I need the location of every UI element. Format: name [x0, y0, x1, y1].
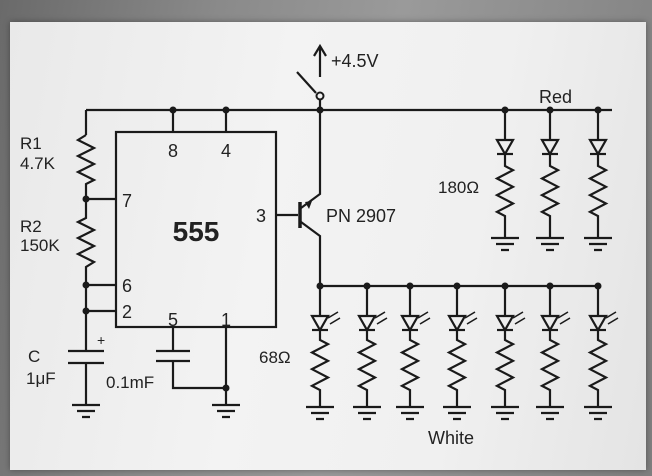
pin-1-label: 1	[221, 310, 231, 330]
led-icon	[400, 314, 420, 333]
capacitor-c-plates	[68, 349, 104, 365]
switch-contact	[315, 91, 325, 101]
red-group-label: Red	[539, 87, 572, 107]
pin-7-label: 7	[122, 191, 132, 211]
r2-value: 150K	[20, 236, 60, 255]
r2-resistor	[75, 199, 97, 285]
ground-icon	[306, 405, 334, 421]
capacitor-c-polarity: +	[97, 332, 105, 348]
white-led-group	[306, 282, 619, 421]
pin-2-wire	[84, 285, 116, 350]
ground-icon	[584, 405, 612, 421]
white-group-label: White	[428, 428, 474, 448]
white-resistor-value: 68Ω	[259, 348, 291, 367]
pin-2-label: 2	[122, 302, 132, 322]
resistor	[309, 330, 331, 407]
transistor-arrow-icon	[305, 201, 312, 209]
led-icon	[447, 314, 467, 333]
transistor-collector	[300, 221, 322, 286]
resistor	[399, 330, 421, 407]
red-led-group	[491, 106, 612, 252]
transistor-emitter	[300, 110, 322, 209]
light-rays-icon	[327, 311, 341, 325]
pin-8-label: 8	[168, 141, 178, 161]
led-icon	[540, 138, 560, 157]
resistor	[494, 330, 516, 407]
r1-name: R1	[20, 134, 42, 153]
resistor	[539, 330, 561, 407]
capacitor-c-name: C	[28, 347, 40, 366]
led-icon	[495, 138, 515, 157]
ic-name: 555	[173, 216, 220, 247]
ground-icon	[72, 403, 100, 419]
ground-icon	[212, 403, 240, 419]
junction-dot	[222, 106, 230, 114]
resistor	[494, 154, 516, 238]
red-resistor-value: 180Ω	[438, 178, 479, 197]
light-rays-icon	[605, 311, 619, 325]
light-rays-icon	[464, 311, 478, 325]
pin-6-label: 6	[122, 276, 132, 296]
ground-icon	[584, 236, 612, 252]
r1-value: 4.7K	[20, 154, 56, 173]
r1-resistor	[75, 134, 97, 199]
ground-icon	[491, 236, 519, 252]
pin-5-label: 5	[168, 310, 178, 330]
led-icon	[310, 314, 330, 333]
switch-lever	[296, 71, 317, 94]
junction-dot	[169, 106, 177, 114]
light-rays-icon	[417, 311, 431, 325]
resistor	[446, 330, 468, 407]
pin-3-label: 3	[256, 206, 266, 226]
ground-icon	[491, 405, 519, 421]
ic-555-body	[114, 130, 278, 329]
resistor	[587, 154, 609, 238]
ground-icon	[353, 405, 381, 421]
led-icon	[357, 314, 377, 333]
resistor	[587, 330, 609, 407]
ground-icon	[536, 236, 564, 252]
light-rays-icon	[557, 311, 571, 325]
r2-name: R2	[20, 217, 42, 236]
pin-4-label: 4	[221, 141, 231, 161]
led-icon	[588, 314, 608, 333]
capacitor-0.1mf-value: 0.1mF	[106, 373, 154, 392]
ground-icon	[443, 405, 471, 421]
junction-dot	[222, 384, 230, 392]
light-rays-icon	[374, 311, 388, 325]
ground-icon	[536, 405, 564, 421]
led-icon	[588, 138, 608, 157]
pin-8-4-wires	[171, 110, 228, 132]
transistor-label: PN 2907	[326, 206, 396, 226]
capacitor-0.1mf-wire	[171, 361, 226, 390]
light-rays-icon	[512, 311, 526, 325]
supply-label: +4.5V	[331, 51, 379, 71]
ground-icon	[396, 405, 424, 421]
capacitor-c-value: 1μF	[26, 369, 56, 388]
led-icon	[495, 314, 515, 333]
led-icon	[540, 314, 560, 333]
supply-arrow-icon	[313, 43, 327, 77]
resistor	[539, 154, 561, 238]
capacitor-0.1mf-plates	[156, 349, 190, 363]
resistor	[356, 330, 378, 407]
